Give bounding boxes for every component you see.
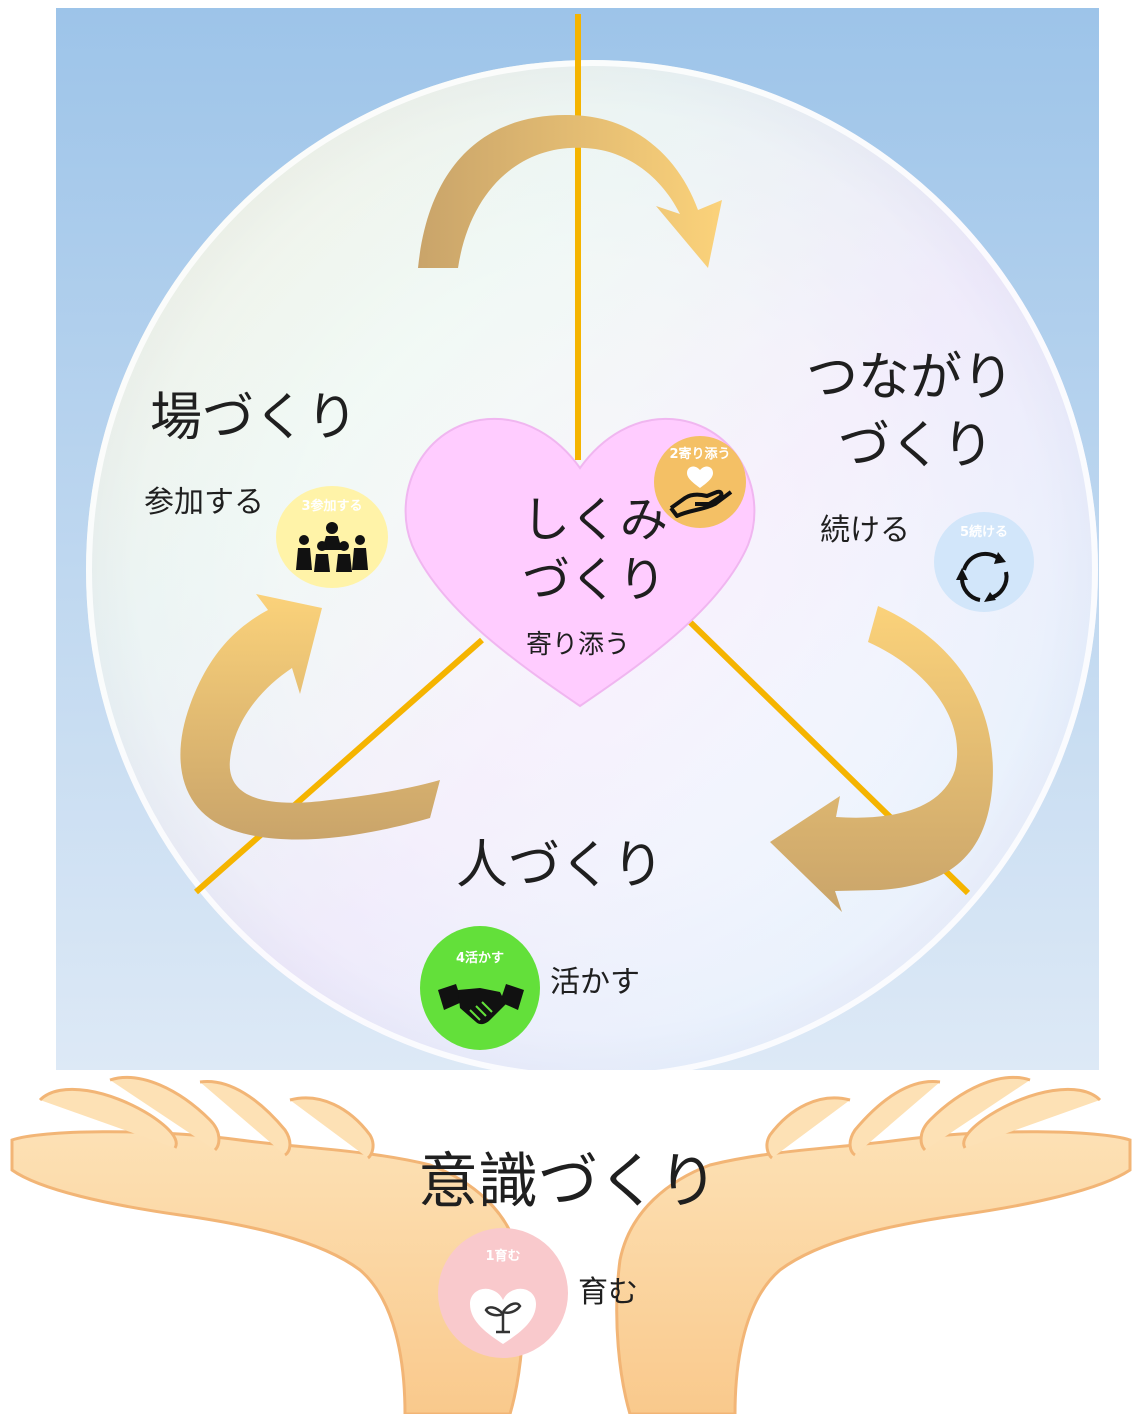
base-subtitle: 育む [578, 1275, 638, 1310]
cycle-arrow-right [770, 606, 993, 912]
base-badge-label: 1育む [485, 1249, 521, 1264]
hand-heart-icon [669, 466, 733, 518]
right-badge-label: 5続ける [959, 525, 1009, 540]
center-title-line2: づくり [522, 552, 667, 608]
bottom-title: 人づくり [456, 836, 665, 896]
center-badge: 2寄り添う [654, 436, 746, 528]
cycle-arrows-icon [956, 551, 1009, 602]
bottom-subtitle: 活かす [550, 965, 640, 1000]
cycle-arrow-top [418, 115, 722, 268]
right-title-line1: つながり [806, 348, 1015, 408]
people-group-icon [296, 522, 368, 572]
right-hand [615, 1130, 1132, 1414]
divider-line-left [194, 637, 484, 895]
bottom-badge: 4活かす [420, 926, 540, 1050]
center-title-line1: しくみ [522, 492, 668, 548]
hands [10, 1075, 1132, 1414]
left-title: 場づくり [150, 388, 359, 448]
base-badge: 1育む [438, 1228, 568, 1358]
left-badge-label: 3参加する [301, 499, 363, 514]
center-subtitle: 寄り添う [526, 630, 631, 660]
handshake-icon [438, 984, 524, 1025]
right-subtitle: 続ける [820, 513, 910, 548]
cycle-arrow-left [180, 594, 440, 840]
right-badge: 5続ける [934, 512, 1034, 612]
right-title-line2: づくり [838, 416, 995, 476]
bottom-badge-label: 4活かす [455, 951, 505, 966]
left-badge: 3参加する [276, 486, 388, 588]
left-subtitle: 参加する [144, 485, 264, 520]
sprout-heart-icon [470, 1288, 536, 1344]
center-badge-label: 2寄り添う [669, 447, 731, 462]
base-title: 意識づくり [418, 1147, 718, 1217]
